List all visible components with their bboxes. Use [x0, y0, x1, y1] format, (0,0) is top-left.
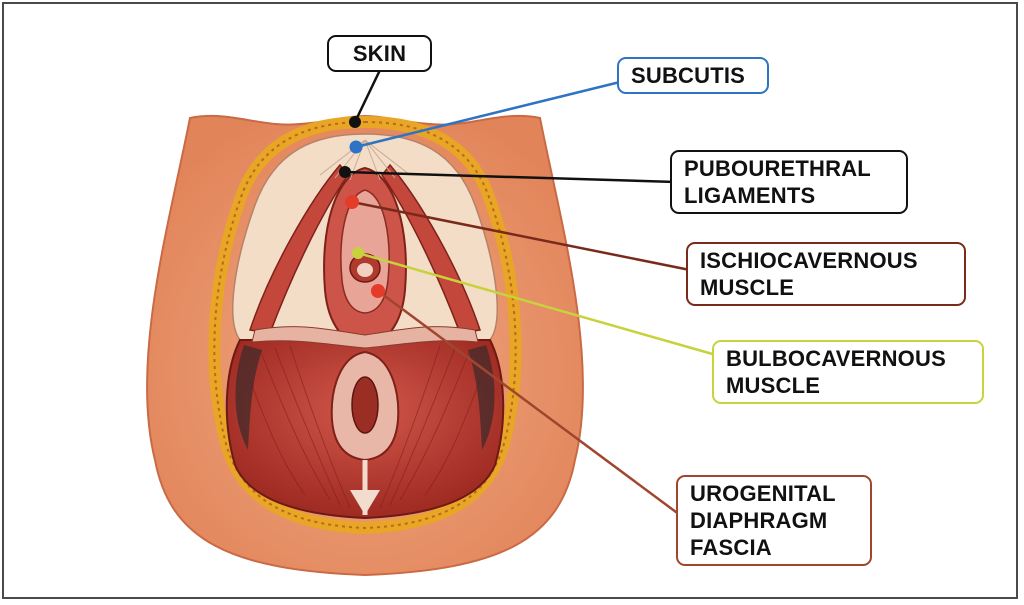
- urogenital-diaphragm-fascia-label: UROGENITAL DIAPHRAGM FASCIA: [676, 475, 872, 566]
- ischiocavernous-muscle-label: ISCHIOCAVERNOUS MUSCLE: [686, 242, 966, 306]
- skin-marker: [349, 116, 361, 128]
- ischiocavernous-marker: [345, 195, 359, 209]
- skin-label: SKIN: [327, 35, 432, 72]
- bulbocavernous-muscle-label: BULBOCAVERNOUS MUSCLE: [712, 340, 984, 404]
- pubourethral-ligaments-label: PUBOURETHRAL LIGAMENTS: [670, 150, 908, 214]
- subcutis-marker: [350, 141, 363, 154]
- bulbocavernous-marker: [352, 247, 364, 259]
- urogenital-marker: [371, 284, 385, 298]
- skin-leader: [355, 70, 380, 122]
- pubourethral-marker: [339, 166, 351, 178]
- subcutis-label: SUBCUTIS: [617, 57, 769, 94]
